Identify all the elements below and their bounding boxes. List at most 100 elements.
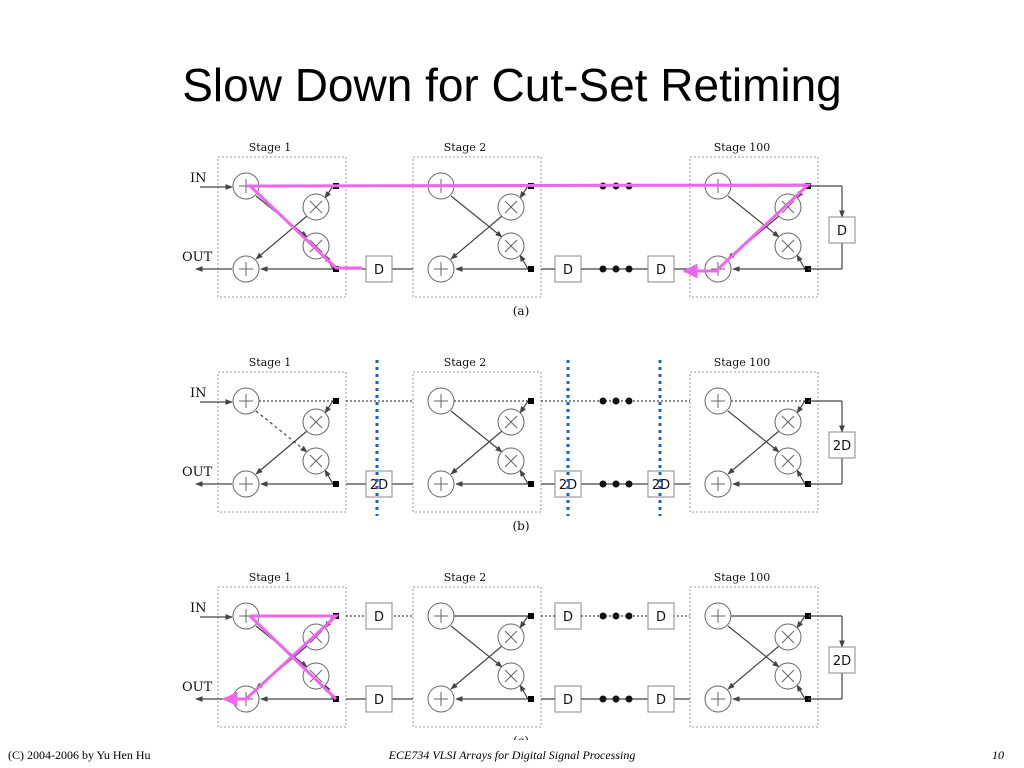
cross-wire (255, 410, 308, 453)
ellipsis-dots (599, 695, 633, 703)
stage-label: Stage 100 (714, 141, 771, 154)
delay-label: D (563, 610, 573, 625)
multiplier-icon (302, 623, 330, 651)
delay-box: D (647, 255, 675, 283)
delay-label: 2D (833, 439, 851, 454)
tap-wire (324, 400, 334, 414)
adder-icon (427, 255, 455, 283)
critical-path (248, 184, 362, 270)
cross-wire (727, 645, 780, 690)
cross-wire (450, 410, 503, 453)
delay-box: D (365, 685, 393, 713)
delay-box: 2D (828, 431, 856, 459)
delay-label: 2D (833, 654, 851, 669)
panel-caption: (a) (513, 304, 530, 318)
adder-icon (704, 602, 732, 630)
tap-wire (519, 254, 529, 270)
tap-wire (796, 469, 806, 485)
out-label: OUT (182, 250, 213, 265)
ellipsis-dots (599, 397, 633, 405)
tap-wire (519, 615, 529, 629)
delay-label: D (563, 693, 573, 708)
footer-course: ECE734 VLSI Arrays for Digital Signal Pr… (388, 748, 636, 762)
multiplier-icon (774, 447, 802, 475)
footer-page-number: 10 (992, 748, 1004, 762)
delay-label: D (374, 610, 384, 625)
stage-label: Stage 2 (444, 141, 487, 154)
in-label: IN (190, 386, 207, 401)
multiplier-icon (497, 623, 525, 651)
delay-box: D (554, 602, 582, 630)
stage-label: Stage 100 (714, 571, 771, 584)
multiplier-icon (302, 447, 330, 475)
out-label: OUT (182, 680, 213, 695)
adder-icon (427, 387, 455, 415)
tap-wire (796, 615, 806, 629)
stage-label: Stage 1 (249, 356, 292, 369)
node-marker (528, 613, 534, 619)
adder-icon (427, 602, 455, 630)
multiplier-icon (302, 193, 330, 221)
cross-wire (255, 215, 308, 260)
adder-icon (232, 387, 260, 415)
stage-box: Stage 2 (412, 356, 542, 513)
tap-wire (519, 684, 529, 700)
delay-label: D (656, 610, 666, 625)
stage-box: Stage 100 (689, 141, 819, 298)
stage-label: Stage 2 (444, 571, 487, 584)
delay-label: D (837, 224, 847, 239)
node-marker (333, 481, 339, 487)
in-label: IN (190, 601, 207, 616)
tap-wire (519, 400, 529, 414)
out-label: OUT (182, 465, 213, 480)
delay-box: D (647, 685, 675, 713)
tap-wire (519, 469, 529, 485)
adder-icon (427, 470, 455, 498)
cross-wire (727, 410, 780, 453)
stage-box: Stage 100 (689, 571, 819, 728)
cross-wire (727, 430, 780, 475)
tap-wire (796, 254, 806, 270)
delay-box: 2D (647, 470, 675, 498)
multiplier-icon (302, 408, 330, 436)
adder-icon (704, 470, 732, 498)
node-marker (528, 266, 534, 272)
delay-box: D (365, 255, 393, 283)
cross-wire (450, 645, 503, 690)
cross-wire (450, 215, 503, 260)
multiplier-icon (497, 408, 525, 436)
panel-caption: (b) (512, 519, 529, 533)
stage-box: Stage 1 (217, 356, 347, 513)
multiplier-icon (497, 193, 525, 221)
delay-label: 2D (559, 478, 577, 493)
node-marker (333, 398, 339, 404)
adder-icon (704, 685, 732, 713)
stage-box: Stage 1 (217, 571, 347, 728)
cross-wire (450, 195, 503, 238)
delay-box: D (365, 602, 393, 630)
delay-box: D (828, 216, 856, 244)
delay-label: D (656, 263, 666, 278)
multiplier-icon (774, 662, 802, 690)
tap-wire (324, 469, 334, 485)
multiplier-icon (774, 408, 802, 436)
adder-icon (427, 685, 455, 713)
slide-title: Slow Down for Cut-Set Retiming (182, 59, 842, 111)
delay-label: D (656, 693, 666, 708)
cross-wire (727, 195, 780, 238)
delay-label: D (563, 263, 573, 278)
multiplier-icon (497, 662, 525, 690)
panel-caption: (c) (513, 734, 529, 740)
delay-box: D (647, 602, 675, 630)
stage-label: Stage 1 (249, 571, 292, 584)
multiplier-icon (497, 447, 525, 475)
delay-label: D (374, 693, 384, 708)
adder-icon (232, 470, 260, 498)
tap-wire (796, 684, 806, 700)
tap-wire (324, 185, 334, 199)
node-marker (528, 481, 534, 487)
node-marker (528, 696, 534, 702)
cross-wire (450, 625, 503, 668)
